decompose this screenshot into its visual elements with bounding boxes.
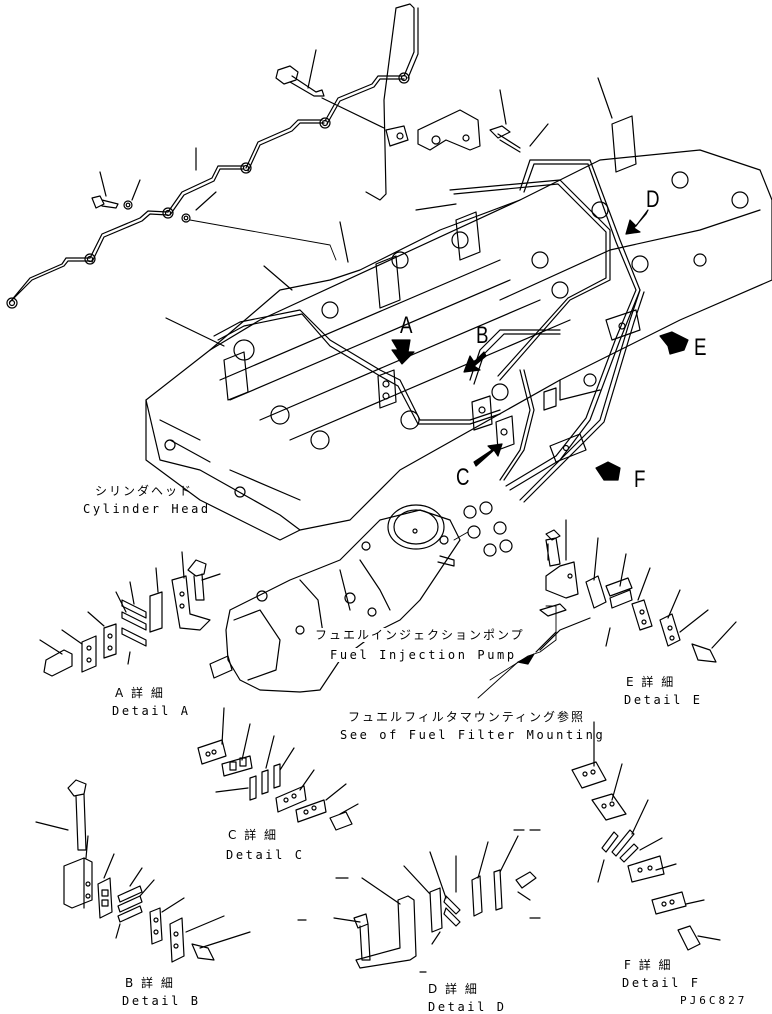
detail-c-label-jp: C 詳 細	[228, 828, 279, 842]
detail-a-parts	[39, 551, 221, 677]
document-id: PJ6C827	[680, 994, 748, 1007]
detail-d-label-jp: D 詳 細	[428, 982, 479, 996]
detail-a-label-en: Detail A	[112, 704, 191, 718]
arrow-d	[625, 209, 649, 235]
cylinder-head-label-jp: シリンダヘッド	[95, 484, 194, 498]
injection-pipes-bundle	[213, 159, 645, 503]
pipe-clamps	[377, 309, 641, 463]
detail-f-label-jp: F 詳 細	[624, 958, 673, 972]
detail-f-label-en: Detail F	[622, 976, 701, 990]
cylinder-head	[145, 149, 772, 541]
detail-c-parts	[197, 707, 359, 831]
detail-f-parts	[571, 721, 721, 951]
callout-c: C	[456, 464, 470, 491]
leader-lines-top	[99, 49, 613, 347]
arrow-a	[391, 339, 415, 365]
fuel-injection-pump	[209, 504, 461, 693]
injectors	[223, 115, 637, 401]
bolt-and-washers	[91, 65, 337, 261]
callout-f: F	[634, 466, 646, 493]
pipe-bracket	[417, 109, 521, 153]
fuel-injection-pump-label-en: Fuel Injection Pump	[330, 648, 517, 662]
fuel-filter-leader	[477, 603, 591, 699]
callout-d: D	[646, 186, 660, 213]
callout-arrows	[391, 209, 689, 481]
detail-d-label-en: Detail D	[428, 1000, 507, 1014]
injection-pipe-upper-left	[6, 3, 419, 309]
detail-d-parts	[297, 829, 541, 973]
detail-a-label-jp: A 詳 細	[115, 686, 165, 700]
callout-e: E	[694, 334, 707, 361]
detail-e-label-jp: E 詳 細	[626, 675, 676, 689]
arrow-b	[463, 351, 487, 373]
callout-a: A	[400, 312, 413, 339]
detail-b-label-en: Detail B	[122, 994, 201, 1008]
arrow-c	[473, 443, 503, 467]
fuel-injection-pump-label-jp: フュエルインジェクションポンプ	[315, 628, 525, 642]
detail-b-label-jp: B 詳 細	[125, 976, 175, 990]
arrow-f	[595, 461, 621, 481]
pipe-nuts	[453, 501, 513, 557]
fuel-filter-mounting-label-en: See of Fuel Filter Mounting	[340, 728, 606, 742]
arrow-e	[659, 331, 689, 355]
detail-e-parts	[545, 519, 737, 663]
callout-b: B	[476, 322, 489, 349]
detail-e-label-en: Detail E	[624, 693, 703, 707]
fuel-filter-mounting-label-jp: フュエルフィルタマウンティング参照	[348, 710, 586, 724]
cylinder-head-label-en: Cylinder Head	[83, 502, 211, 516]
detail-b-parts	[35, 779, 251, 963]
detail-c-label-en: Detail C	[226, 848, 305, 862]
